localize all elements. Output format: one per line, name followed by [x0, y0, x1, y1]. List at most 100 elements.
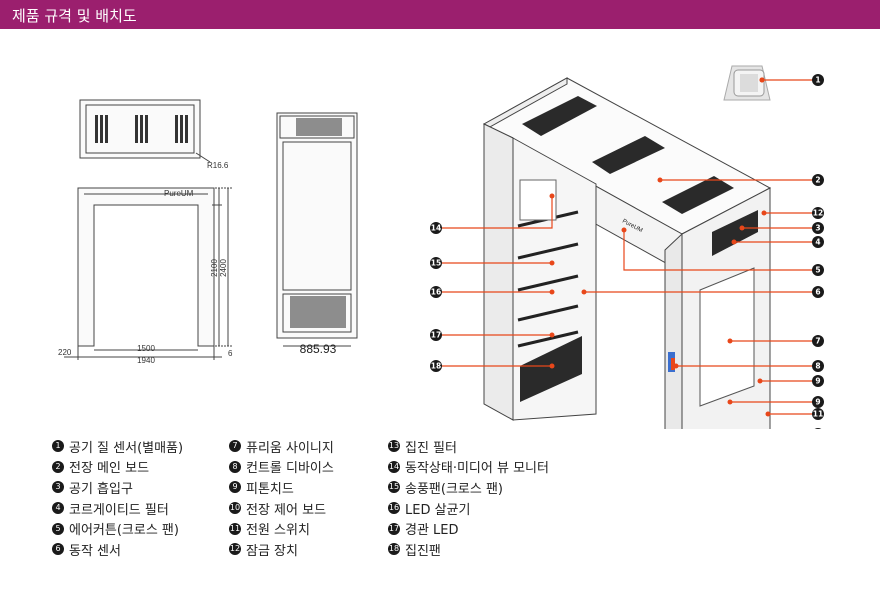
top-view — [79, 99, 211, 163]
legend-label: 집진 필터 — [405, 440, 457, 456]
legend-badge: 13 — [388, 440, 400, 453]
legend-label: 잠금 장치 — [246, 543, 298, 559]
legend-label: 집진팬 — [405, 543, 441, 559]
callout-badge — [812, 264, 824, 276]
callout-dots — [549, 77, 771, 417]
legend-badge: 18 — [388, 543, 400, 556]
page-header: 제품 규격 및 배치도 — [0, 0, 880, 29]
legend-label: 전장 메인 보드 — [69, 461, 150, 477]
legend-item: 4 코르게이티드 필터 — [52, 498, 183, 519]
callout-number: 8 — [815, 362, 820, 371]
callout-number: 4 — [815, 238, 820, 247]
legend-label: 퓨리움 사이니지 — [246, 440, 334, 456]
callout-badges: 1212345678991110131415161718 — [430, 74, 824, 429]
legend-label: 송풍팬(크로스 팬) — [405, 481, 503, 497]
callout-number: 6 — [815, 288, 820, 297]
legend-badge: 1 — [52, 440, 64, 453]
callout-number: 9 — [815, 398, 820, 407]
front-brand: PureUM — [164, 189, 194, 198]
callout-badge — [430, 360, 442, 372]
height-inner-label: 2100 — [210, 259, 219, 277]
legend-label: 에어커튼(크로스 팬) — [69, 523, 179, 539]
legend-label: 경관 LED — [405, 523, 459, 539]
callout-number: 1 — [815, 76, 820, 85]
callout-badge — [812, 408, 824, 420]
legend-label: 피톤치드 — [246, 481, 294, 497]
legend-badge: 9 — [229, 481, 241, 494]
legend-badge: 4 — [52, 502, 64, 515]
legend-label: 코르게이티드 필터 — [69, 502, 169, 518]
callout-number: 9 — [815, 377, 820, 386]
legend-badge: 3 — [52, 481, 64, 494]
callout-number: 3 — [815, 224, 820, 233]
callout-number: 11 — [813, 410, 823, 419]
legend-item: 7 퓨리움 사이니지 — [229, 436, 334, 457]
control-device-led — [671, 358, 675, 370]
legend-label: 컨트롤 디바이스 — [246, 461, 334, 477]
callout-badge — [814, 428, 822, 429]
callout-badge — [430, 286, 442, 298]
height-outer-label: 2400 — [219, 259, 228, 277]
front-view — [64, 187, 232, 360]
callout-badge — [812, 207, 824, 219]
callout-number: 15 — [431, 259, 441, 268]
callout-number: 16 — [431, 288, 441, 297]
legend-label: 동작 센서 — [69, 543, 121, 559]
callout-badge — [430, 257, 442, 269]
callout-number: 2 — [815, 176, 820, 185]
legend-label: LED 살균기 — [405, 502, 471, 518]
callout-badge — [812, 396, 824, 408]
callout-badge — [430, 329, 442, 341]
legend-label: 전장 제어 보드 — [246, 502, 327, 518]
callout-badge — [812, 222, 824, 234]
left-offset-label: 220 — [58, 348, 72, 357]
legend-badge: 12 — [229, 543, 241, 556]
legend-badge: 14 — [388, 460, 400, 473]
callout-badge — [812, 335, 824, 347]
width-inner-label: 1500 — [137, 344, 155, 353]
legend-badge: 17 — [388, 522, 400, 535]
callout-badge — [812, 174, 824, 186]
callout-number: 17 — [431, 331, 441, 340]
led-bars — [517, 210, 579, 348]
callout-badge — [812, 360, 824, 372]
legend-label: 전원 스위치 — [246, 523, 310, 539]
legend-item: 2 전장 메인 보드 — [52, 457, 183, 478]
legend-label: 동작상태·미디어 뷰 모니터 — [405, 461, 549, 477]
callout-badge — [812, 286, 824, 298]
legend-badge: 7 — [229, 440, 241, 453]
callout-number: 5 — [815, 266, 820, 275]
legend-badge: 5 — [52, 522, 64, 535]
legend-item: 9 피톤치드 — [229, 477, 334, 498]
callout-badge — [430, 222, 442, 234]
width-outer-label: 1940 — [137, 356, 155, 365]
legend-item: 5 에어커튼(크로스 팬) — [52, 518, 183, 539]
legend-item: 12 잠금 장치 — [229, 539, 334, 560]
callout-badge — [812, 375, 824, 387]
side-view-grilles — [290, 118, 346, 328]
callout-badge — [812, 236, 824, 248]
legend-badge: 11 — [229, 522, 241, 535]
callout-badge — [812, 74, 824, 86]
legend-label: 공기 질 센서(별매품) — [69, 440, 184, 456]
callout-lines — [436, 79, 818, 415]
callout-number: 12 — [813, 209, 823, 218]
spec-diagram: R16.6 PureUM 2100 2400 1500 1940 220 6 8… — [58, 65, 824, 429]
legend-badge: 6 — [52, 543, 64, 556]
callout-number: 14 — [431, 224, 441, 233]
depth-label: 885.93 — [300, 342, 337, 356]
air-quality-sensor — [723, 65, 771, 101]
callout-number: 7 — [815, 337, 820, 346]
legend-badge: 2 — [52, 460, 64, 473]
radius-label: R16.6 — [207, 161, 229, 170]
legend-item: 11 전원 스위치 — [229, 518, 334, 539]
right-offset-label: 6 — [228, 349, 233, 358]
legend-item: 6 동작 센서 — [52, 539, 183, 560]
callout-number: 18 — [431, 362, 441, 371]
